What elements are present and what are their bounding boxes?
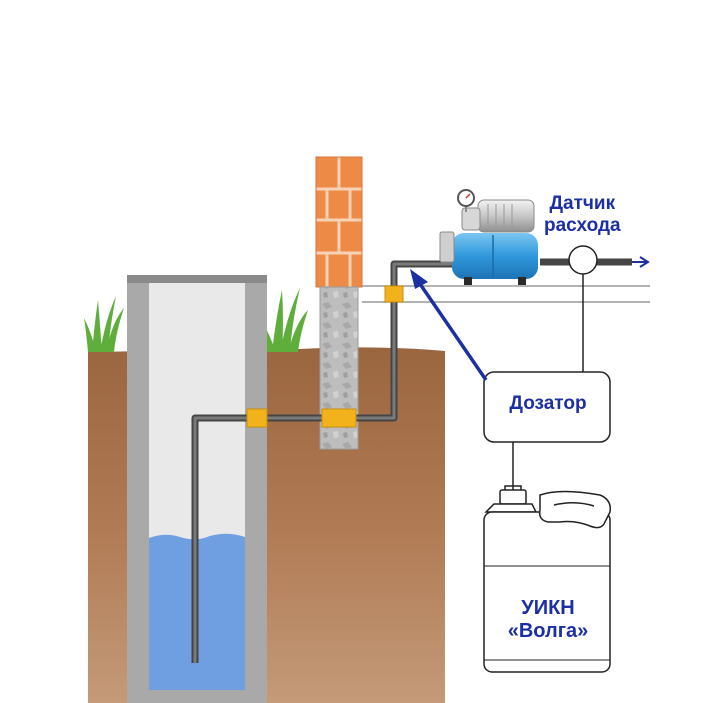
brick-wall [315, 156, 363, 288]
canister-label: УИКН «Волга» [486, 597, 610, 643]
pressure-gauge-icon [457, 189, 475, 212]
doser-label: Дозатор [509, 393, 587, 414]
flow-arrow-icon [632, 256, 650, 268]
flow-sensor [568, 245, 598, 275]
pipe-clamps [246, 285, 404, 428]
grass-icon [262, 288, 308, 352]
flow-sensor-label-line2: расхода [544, 214, 621, 236]
floor-lines [362, 285, 650, 303]
canister-icon [483, 485, 612, 673]
flow-sensor-label: Датчик расхода [544, 193, 621, 237]
signal-wires [512, 274, 584, 490]
canister-label-line1: УИКН [521, 597, 575, 619]
dosing-arrow [410, 269, 488, 381]
grass-icon [84, 296, 124, 352]
flow-sensor-label-line1: Датчик [549, 193, 616, 214]
pump-icon [439, 199, 538, 285]
doser-box [483, 371, 611, 443]
canister-label-line2: «Волга» [507, 620, 589, 642]
